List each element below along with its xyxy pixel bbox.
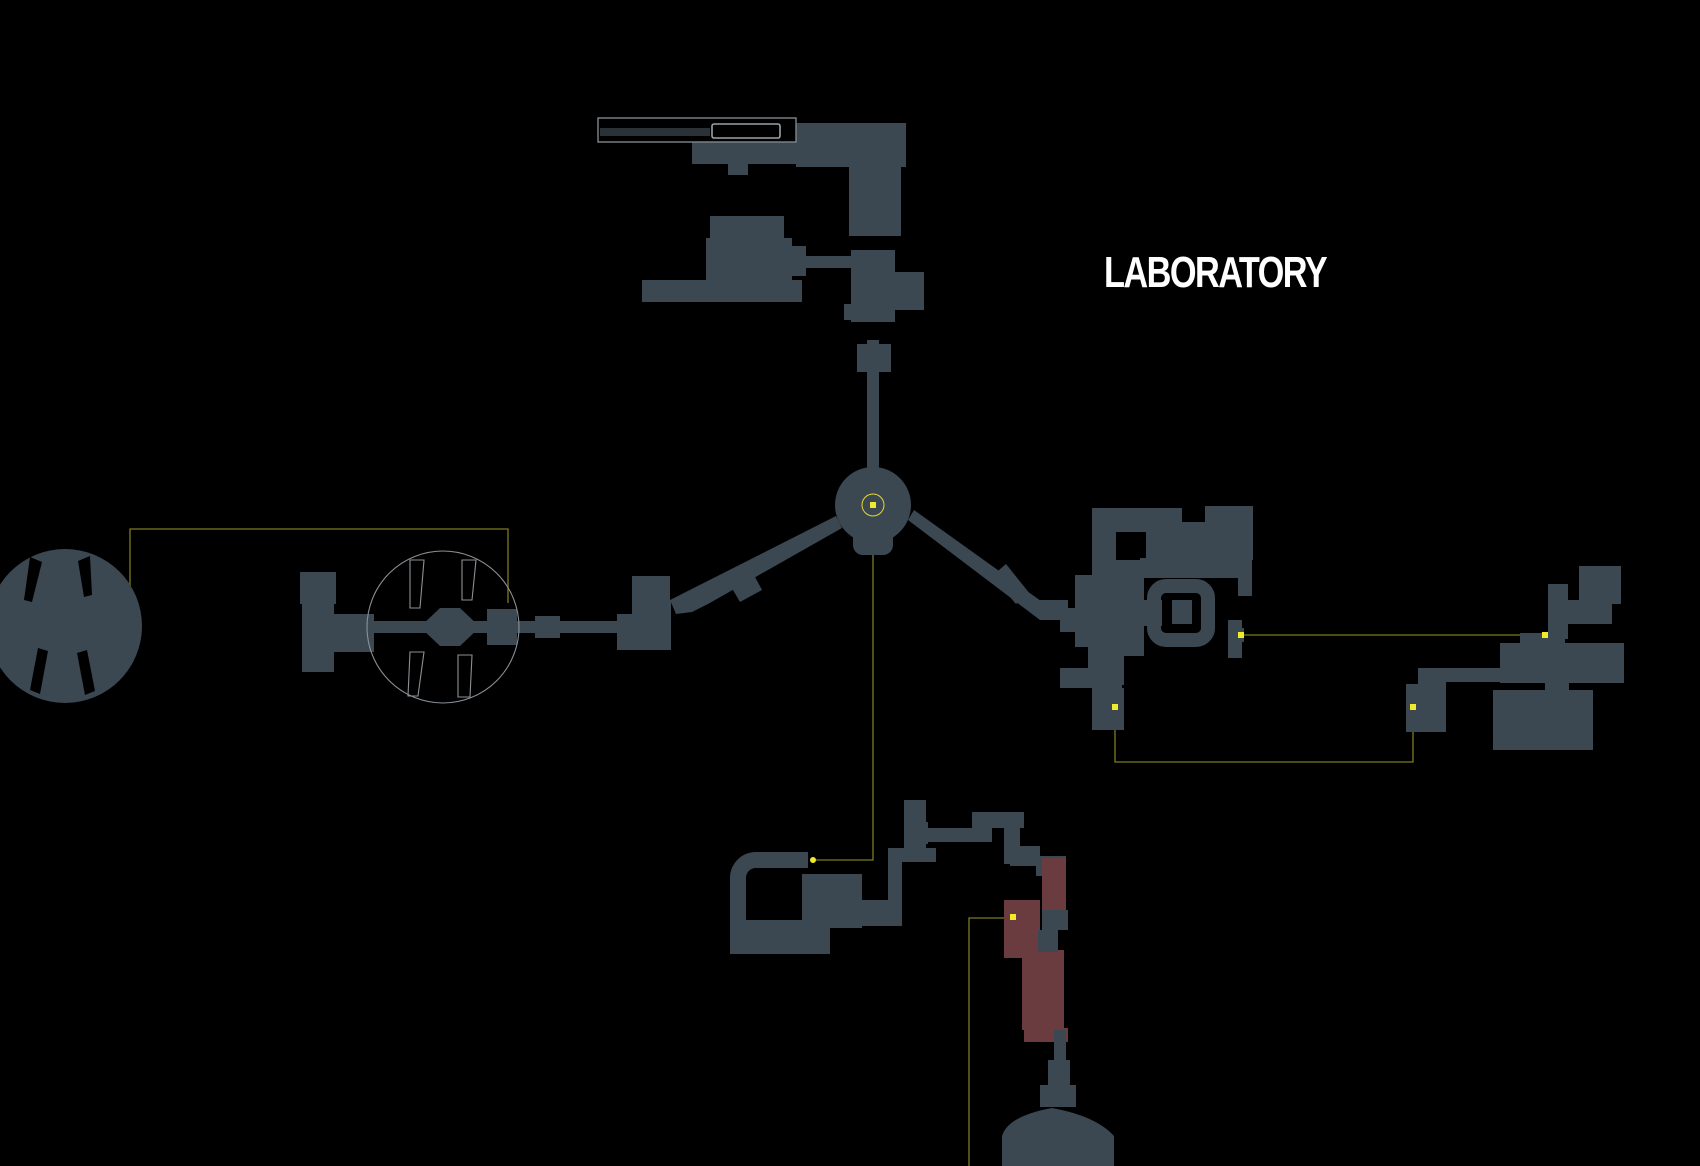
elevator-icon[interactable] (1238, 632, 1244, 638)
area-title: LABORATORY (1104, 248, 1328, 297)
south-dome[interactable] (1002, 1030, 1114, 1166)
west-hub-corridor (670, 516, 842, 614)
east-corridor-door (992, 564, 1030, 604)
far-east-complex[interactable] (1406, 566, 1624, 750)
elevator-icon[interactable] (1410, 704, 1416, 710)
north-west-block[interactable] (642, 216, 852, 302)
east-hub-corridor (908, 510, 1048, 620)
connection-east-lower (1114, 707, 1414, 763)
connection-lines (129, 506, 1545, 1166)
west-wing[interactable] (300, 572, 671, 672)
north-upper-block[interactable] (597, 117, 906, 236)
east-complex[interactable] (1040, 506, 1253, 730)
connection-south-exit (968, 917, 1013, 1166)
elevator-icon[interactable] (1010, 914, 1016, 920)
elevator-icon[interactable] (1542, 632, 1548, 638)
connection-west (129, 528, 509, 603)
elevator-icon[interactable] (810, 857, 816, 863)
north-spine (867, 340, 879, 470)
west-corridor-door (726, 564, 762, 602)
west-round-chamber[interactable] (0, 549, 142, 703)
north-junction (857, 344, 891, 372)
elevator-icon[interactable] (1112, 704, 1118, 710)
south-complex[interactable] (730, 800, 1066, 954)
central-hub[interactable] (835, 467, 911, 555)
elevator-icon[interactable] (870, 502, 876, 508)
west-ghost-rotunda (366, 550, 520, 704)
connection-central-south (815, 506, 874, 861)
south-hazard-zone[interactable] (1004, 858, 1068, 1042)
